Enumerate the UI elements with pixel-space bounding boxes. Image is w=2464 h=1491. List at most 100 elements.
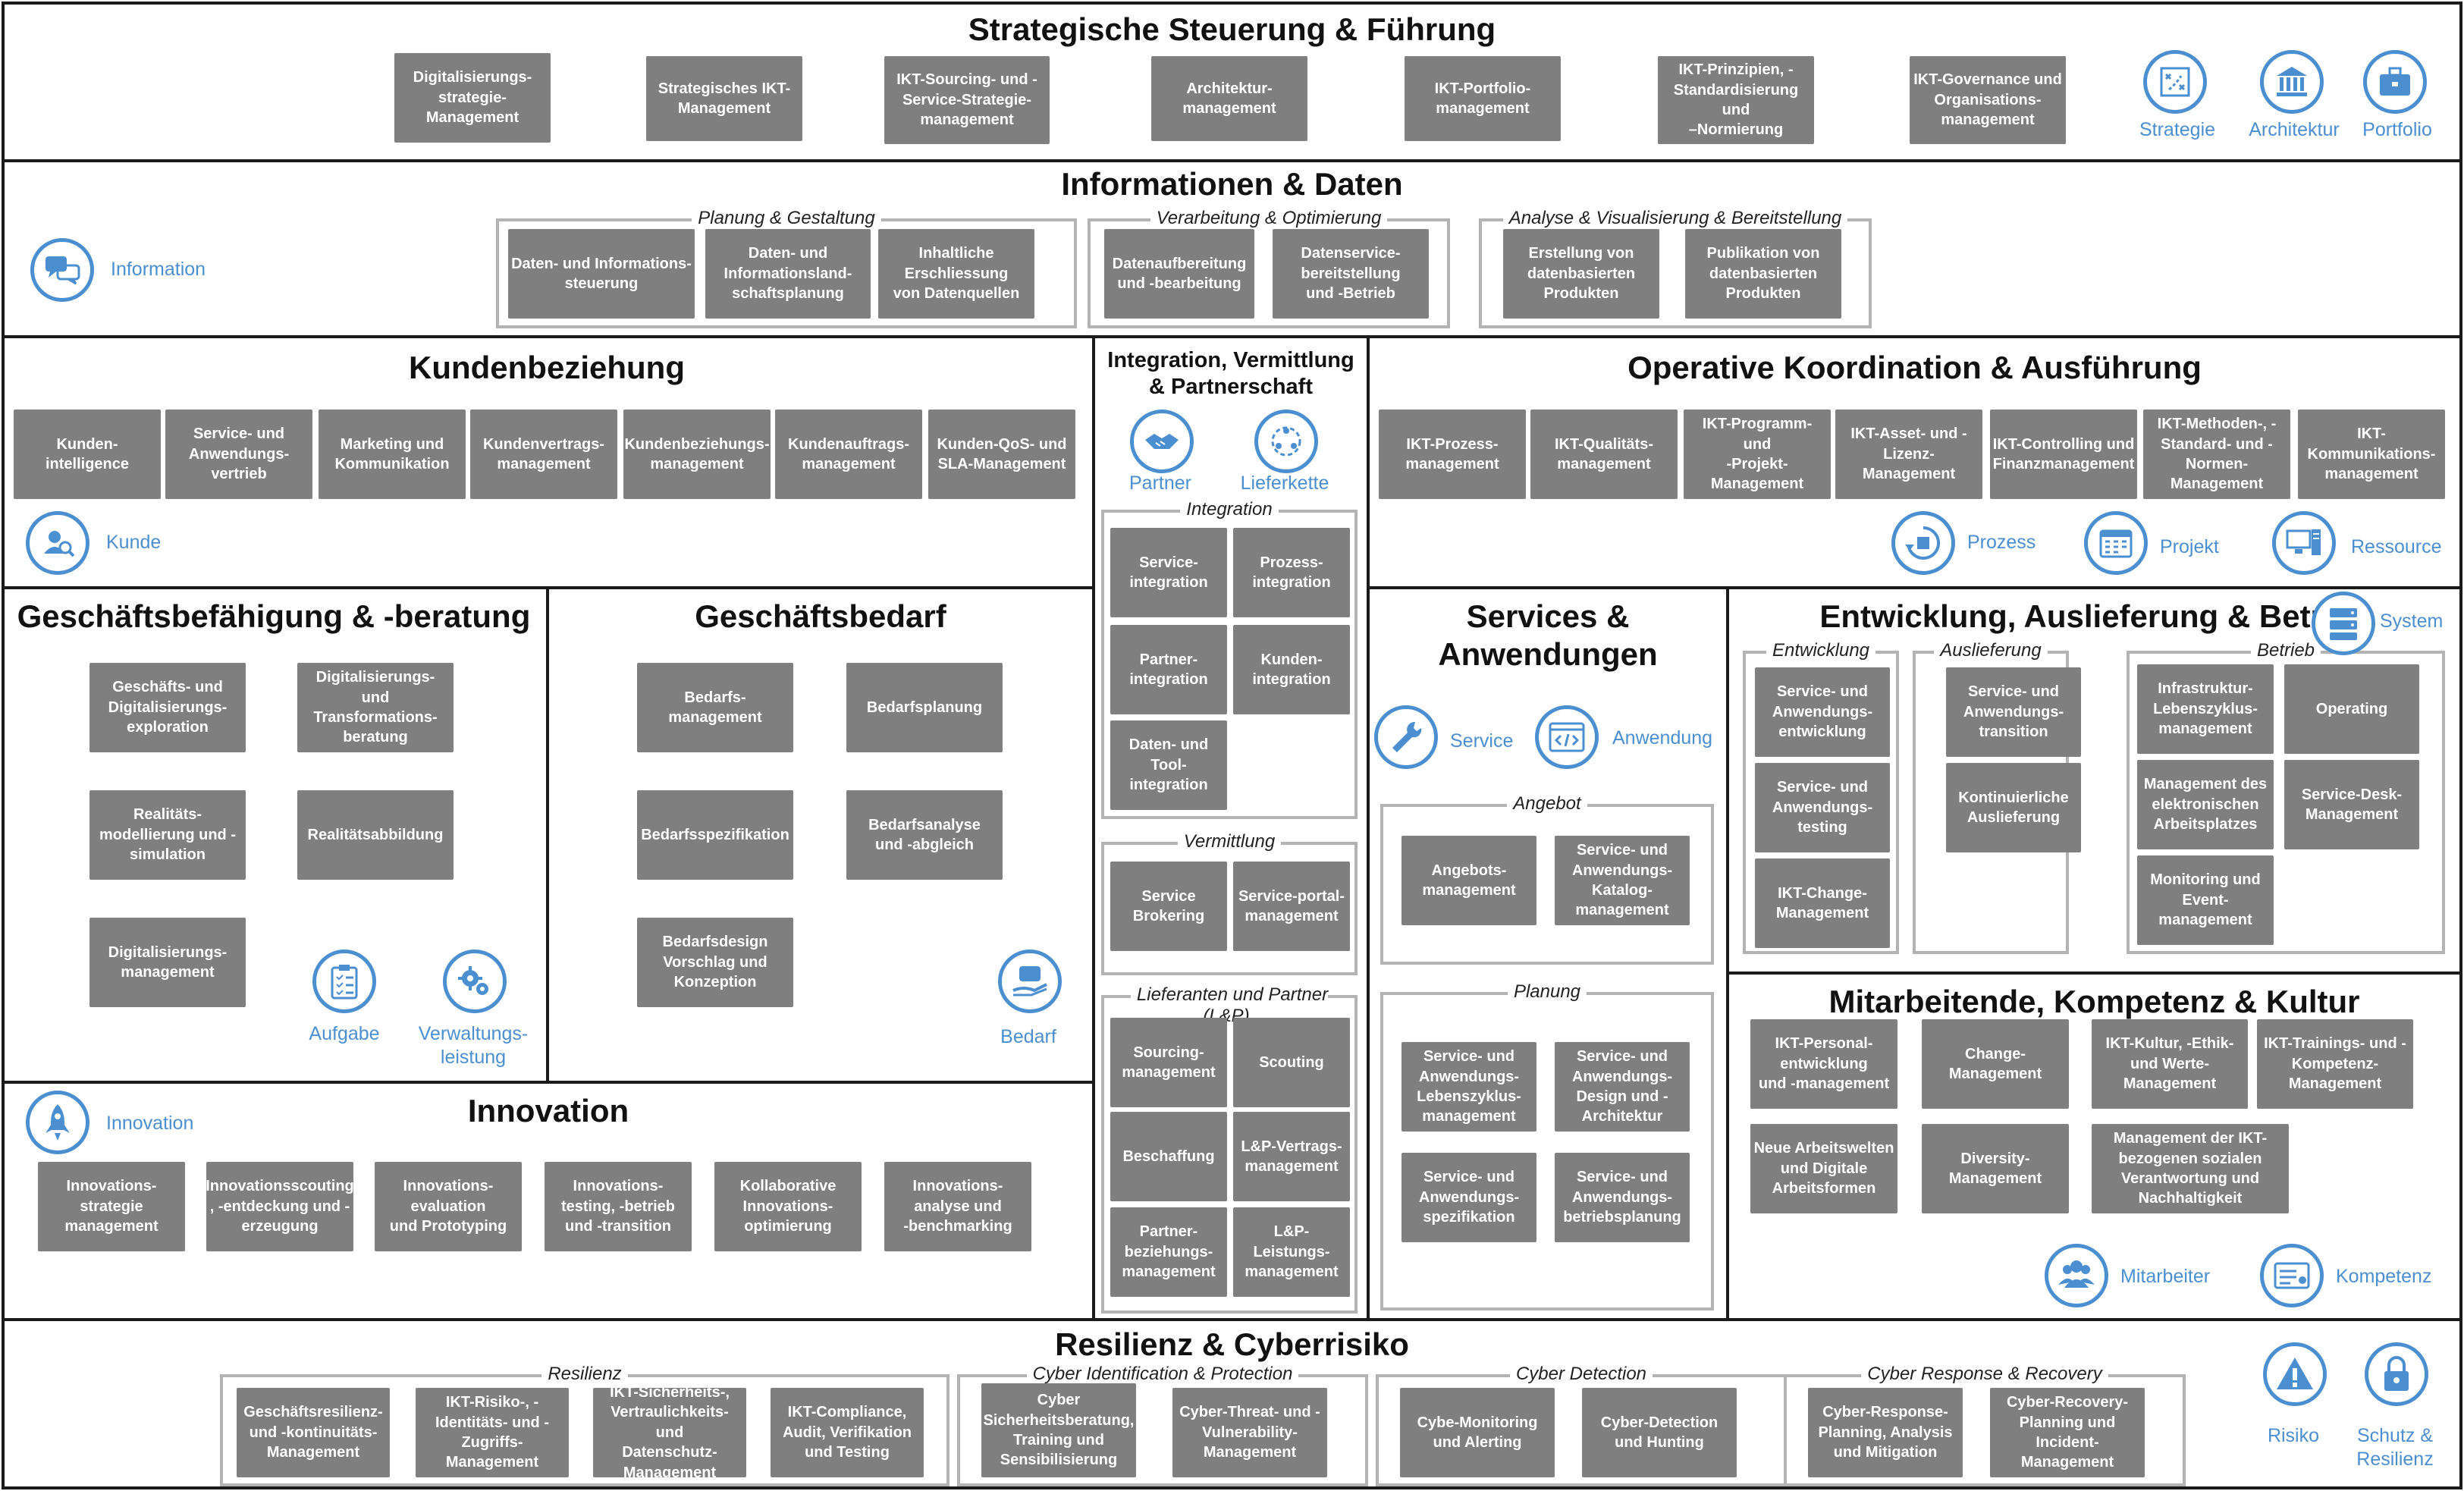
- capability-box-m7[interactable]: Management der IKT- bezogenen sozialen V…: [2092, 1124, 2289, 1213]
- capability-box-i7[interactable]: Publikation von datenbasierten Produkten: [1685, 229, 1841, 319]
- capability-box-i4[interactable]: Datenaufbereitung und -bearbeitung: [1104, 229, 1254, 319]
- capability-box-e10[interactable]: Monitoring und Event- management: [2137, 855, 2274, 945]
- capability-box-l4[interactable]: L&P-Vertrags- management: [1233, 1112, 1350, 1201]
- capability-box-i6[interactable]: Erstellung von datenbasierten Produkten: [1503, 229, 1659, 319]
- capability-box-o6[interactable]: IKT-Methoden-, - Standard- und - Normen-…: [2143, 410, 2290, 499]
- capability-box-o1[interactable]: IKT-Prozess- management: [1379, 410, 1526, 499]
- capability-box-m2[interactable]: Change- Management: [1922, 1019, 2069, 1109]
- capability-box-d1[interactable]: Bedarfs- management: [637, 663, 793, 752]
- capability-box-o5[interactable]: IKT-Controlling und Finanzmanagement: [1990, 410, 2137, 499]
- capability-box-g5[interactable]: Daten- und Tool- integration: [1110, 720, 1227, 810]
- section-title-info: Informationen & Daten: [1061, 166, 1403, 202]
- capability-box-n4[interactable]: Innovations- testing, -betrieb und -tran…: [545, 1162, 692, 1251]
- capability-box-e6[interactable]: Infrastruktur- Lebenszyklus- management: [2137, 664, 2274, 754]
- capability-box-b1[interactable]: Geschäfts- und Digitalisierungs- explora…: [89, 663, 246, 752]
- capability-box-s1[interactable]: Digitalisierungs- strategie- Management: [394, 53, 551, 143]
- capability-box-r5[interactable]: Cyber Sicherheitsberatung, Training und …: [981, 1383, 1136, 1477]
- capability-box-n6[interactable]: Innovations- analyse und -benchmarking: [884, 1162, 1031, 1251]
- group-label-analyse: Analyse & Visualisierung & Bereitstellun…: [1502, 208, 1848, 228]
- wrench-icon: [1374, 705, 1438, 769]
- capability-box-n2[interactable]: Innovationsscouting , -entdeckung und - …: [206, 1162, 354, 1251]
- capability-box-g4[interactable]: Kunden- integration: [1233, 625, 1350, 714]
- capability-box-l1[interactable]: Sourcing- management: [1110, 1018, 1227, 1107]
- capability-box-e3[interactable]: IKT-Change- Management: [1755, 859, 1890, 948]
- capability-box-m1[interactable]: IKT-Personal- entwicklung und -managemen…: [1750, 1019, 1897, 1109]
- capability-box-k1[interactable]: Kunden- intelligence: [14, 410, 161, 499]
- capability-box-s7[interactable]: IKT-Governance und Organisations- manage…: [1910, 56, 2066, 144]
- capability-box-r10[interactable]: Cyber-Recovery- Planning und Incident- M…: [1990, 1388, 2145, 1477]
- group-planung_sa: Planung: [1380, 981, 1714, 1311]
- capability-box-v1[interactable]: Service Brokering: [1110, 862, 1227, 951]
- section-title-operativ: Operative Koordination & Ausführung: [1627, 350, 2202, 385]
- capability-box-d5[interactable]: Bedarfsdesign Vorschlag und Konzeption: [637, 918, 793, 1007]
- capability-box-g2[interactable]: Prozess- integration: [1233, 528, 1350, 617]
- capability-box-b2[interactable]: Digitalisierungs- und Transformations- b…: [297, 663, 454, 752]
- capability-box-o4[interactable]: IKT-Asset- und - Lizenz-Management: [1835, 410, 1982, 499]
- capability-box-g1[interactable]: Service- integration: [1110, 528, 1227, 617]
- capability-box-v2[interactable]: Service-portal- management: [1233, 862, 1350, 951]
- capability-box-k7[interactable]: Kunden-QoS- und SLA-Management: [928, 410, 1075, 499]
- capability-box-a2[interactable]: Service- und Anwendungs- Katalog- manage…: [1555, 836, 1690, 925]
- capability-box-m6[interactable]: Diversity- Management: [1922, 1124, 2069, 1213]
- capability-box-p2[interactable]: Service- und Anwendungs- Design und - Ar…: [1555, 1042, 1690, 1132]
- capability-box-l5[interactable]: Partner- beziehungs- management: [1110, 1207, 1227, 1297]
- capability-box-r4[interactable]: IKT-Compliance, Audit, Verifikation und …: [771, 1388, 924, 1477]
- capability-box-b5[interactable]: Digitalisierungs- management: [89, 918, 246, 1007]
- capability-box-n3[interactable]: Innovations- evaluation und Prototyping: [375, 1162, 522, 1251]
- capability-box-s6[interactable]: IKT-Prinzipien, - Standardisierung und –…: [1658, 56, 1814, 144]
- capability-box-r1[interactable]: Geschäftsresilienz- und -kontinuitäts- M…: [237, 1388, 390, 1477]
- capability-box-e9[interactable]: Service-Desk- Management: [2284, 760, 2419, 849]
- capability-box-s4[interactable]: Architektur- management: [1151, 56, 1307, 141]
- capability-box-b3[interactable]: Realitäts- modellierung und - simulation: [89, 790, 246, 880]
- capability-box-m3[interactable]: IKT-Kultur, -Ethik- und Werte- Managemen…: [2092, 1019, 2248, 1109]
- capability-box-k6[interactable]: Kundenauftrags- management: [775, 410, 922, 499]
- capability-box-k5[interactable]: Kundenbeziehungs- management: [623, 410, 771, 499]
- capability-box-k2[interactable]: Service- und Anwendungs- vertrieb: [165, 410, 312, 499]
- capability-box-p3[interactable]: Service- und Anwendungs- spezifikation: [1401, 1153, 1536, 1242]
- capability-box-g3[interactable]: Partner- integration: [1110, 625, 1227, 714]
- capability-box-e5[interactable]: Kontinuierliche Auslieferung: [1946, 763, 2081, 852]
- lock-icon: [2365, 1342, 2428, 1406]
- section-title-strategisch: Strategische Steuerung & Führung: [968, 11, 1496, 47]
- capability-box-i2[interactable]: Daten- und Informationsland- schaftsplan…: [705, 229, 871, 319]
- group-label-integration: Integration: [1180, 499, 1279, 519]
- capability-box-e8[interactable]: Management des elektronischen Arbeitspla…: [2137, 760, 2274, 849]
- capability-box-n1[interactable]: Innovations- strategie management: [38, 1162, 185, 1251]
- capability-box-r9[interactable]: Cyber-Response- Planning, Analysis und M…: [1808, 1388, 1963, 1477]
- capability-box-i5[interactable]: Datenservice- bereitstellung und -Betrie…: [1273, 229, 1429, 319]
- capability-box-k4[interactable]: Kundenvertrags- management: [470, 410, 617, 499]
- capability-box-m4[interactable]: IKT-Trainings- und - Kompetenz- Manageme…: [2257, 1019, 2413, 1109]
- capability-box-i1[interactable]: Daten- und Informations- steuerung: [508, 229, 695, 319]
- capability-box-k3[interactable]: Marketing und Kommunikation: [319, 410, 466, 499]
- capability-box-m5[interactable]: Neue Arbeitswelten und Digitale Arbeitsf…: [1750, 1124, 1897, 1213]
- capability-box-r8[interactable]: Cyber-Detection und Hunting: [1582, 1388, 1737, 1477]
- group-label-cyber_det: Cyber Detection: [1509, 1364, 1653, 1384]
- capability-box-r7[interactable]: Cybe-Monitoring und Alerting: [1400, 1388, 1555, 1477]
- capability-box-r2[interactable]: IKT-Risiko-, - Identitäts- und - Zugriff…: [416, 1388, 569, 1477]
- capability-box-p1[interactable]: Service- und Anwendungs- Lebenszyklus- m…: [1401, 1042, 1536, 1132]
- capability-box-s2[interactable]: Strategisches IKT- Management: [646, 56, 802, 141]
- capability-box-e2[interactable]: Service- und Anwendungs- testing: [1755, 763, 1890, 852]
- capability-box-r6[interactable]: Cyber-Threat- und - Vulnerability- Manag…: [1172, 1388, 1327, 1477]
- capability-box-s5[interactable]: IKT-Portfolio- management: [1405, 56, 1561, 141]
- capability-box-d4[interactable]: Bedarfsanalyse und -abgleich: [846, 790, 1003, 880]
- capability-box-r3[interactable]: IKT-Sicherheits-, Vertraulichkeits- und …: [593, 1384, 746, 1481]
- capability-box-n5[interactable]: Kollaborative Innovations- optimierung: [714, 1162, 862, 1251]
- capability-box-e7[interactable]: Operating: [2284, 664, 2419, 754]
- capability-box-b4[interactable]: Realitätsabbildung: [297, 790, 454, 880]
- capability-box-o3[interactable]: IKT-Programm- und -Projekt- Management: [1684, 410, 1831, 499]
- capability-box-l6[interactable]: L&P-Leistungs- management: [1233, 1207, 1350, 1297]
- capability-box-o2[interactable]: IKT-Qualitäts- management: [1530, 410, 1678, 499]
- capability-box-a1[interactable]: Angebots- management: [1401, 836, 1536, 925]
- capability-box-l3[interactable]: Beschaffung: [1110, 1112, 1227, 1201]
- capability-box-l2[interactable]: Scouting: [1233, 1018, 1350, 1107]
- capability-box-e4[interactable]: Service- und Anwendungs- transition: [1946, 667, 2081, 757]
- capability-box-d2[interactable]: Bedarfsplanung: [846, 663, 1003, 752]
- capability-box-i3[interactable]: Inhaltliche Erschliessung von Datenquell…: [878, 229, 1034, 319]
- capability-box-e1[interactable]: Service- und Anwendungs- entwicklung: [1755, 667, 1890, 757]
- capability-box-p4[interactable]: Service- und Anwendungs- betriebsplanung: [1555, 1153, 1690, 1242]
- server-icon: [2312, 592, 2375, 655]
- capability-box-d3[interactable]: Bedarfsspezifikation: [637, 790, 793, 880]
- capability-box-s3[interactable]: IKT-Sourcing- und - Service-Strategie- m…: [884, 56, 1050, 144]
- capability-box-o7[interactable]: IKT- Kommunikations- management: [2298, 410, 2445, 499]
